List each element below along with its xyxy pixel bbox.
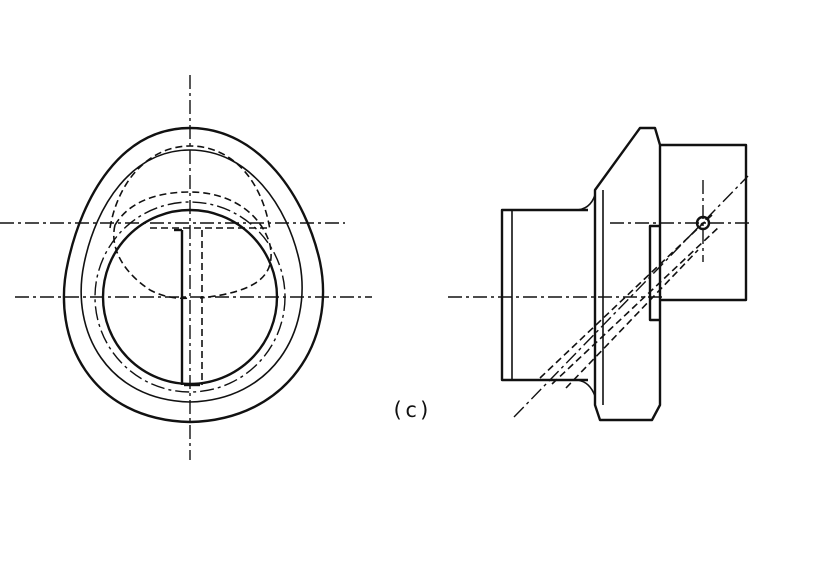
oblique-axis — [513, 175, 749, 418]
hub-fillet-bottom — [574, 379, 596, 397]
side-view — [448, 126, 750, 422]
hidden-upper-contour — [109, 145, 271, 231]
pitch-circle — [94, 201, 286, 393]
inner-cam-profile — [80, 149, 303, 403]
hub-outline — [500, 208, 588, 382]
oblique-hidden-2 — [551, 225, 721, 385]
figure-caption: (c) — [391, 398, 432, 422]
cam-body-outline — [593, 126, 662, 422]
inner-groove — [648, 224, 660, 322]
oblique-hidden-1 — [539, 214, 713, 379]
front-view — [0, 75, 372, 460]
oblique-hidden-3 — [565, 249, 699, 389]
outer-cam-profile — [62, 126, 325, 424]
hidden-circle — [113, 191, 272, 300]
boss-outline — [660, 143, 748, 302]
hub-fillet-top — [574, 194, 596, 211]
